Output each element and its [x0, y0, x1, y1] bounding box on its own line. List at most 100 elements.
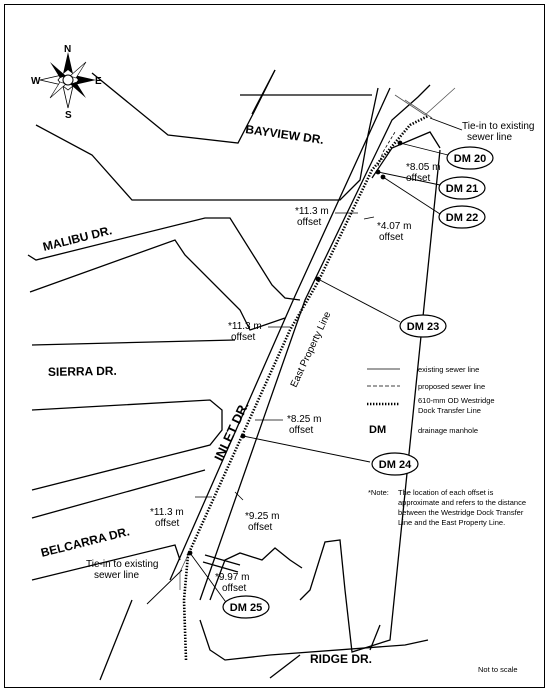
inlet-east-edge: [199, 84, 431, 601]
compass-s: S: [65, 110, 72, 121]
sierra-upper-edge: [31, 339, 236, 346]
ridge-upper-edge: [199, 619, 429, 661]
east-property-line-label: East Property Line: [289, 310, 334, 390]
leader-lines: [146, 117, 463, 606]
compass-se-arm: [70, 82, 86, 98]
scale-note: Not to scale: [478, 665, 518, 674]
leader-tie-in-bottom: [146, 569, 183, 605]
street-ridge: RIDGE DR.: [310, 652, 372, 666]
dm20-badge: [446, 146, 494, 170]
street-sierra: SIERRA DR.: [48, 364, 117, 379]
note-label: *Note:: [368, 488, 389, 497]
leader-dm21: [377, 171, 441, 186]
sierra-lower-edge: [31, 399, 223, 491]
legend-transfer-label-2: Dock Transfer Line: [418, 406, 481, 415]
proposed-sewer-line: [377, 131, 396, 167]
left-bottom-edge: [99, 599, 133, 681]
leader-dm23: [317, 278, 401, 323]
street-inlet: INLET DR.: [211, 399, 251, 463]
compass-center: [62, 74, 74, 86]
street-belcarra: BELCARRA DR.: [39, 524, 131, 560]
malibu-lower-edge: [29, 239, 286, 331]
offset-805-value: *8.05 m: [406, 162, 440, 173]
compass-north-arm: [63, 52, 73, 74]
map-frame: [4, 4, 545, 688]
bayview-lower-edge: [35, 87, 379, 201]
compass-ne-arm: [69, 61, 87, 79]
dm25-label: DM 25: [230, 602, 262, 614]
legend-proposed-label: proposed sewer line: [418, 382, 485, 391]
arrow-407: [363, 216, 375, 220]
offset-407-word: offset: [379, 232, 403, 243]
top-road-edge: [251, 69, 276, 115]
offset-113a-word: offset: [297, 217, 321, 228]
offset-925-value: *9.25 m: [245, 511, 279, 522]
dm25-badge: [222, 595, 270, 619]
compass-icon: [39, 52, 96, 109]
arrow-925: [234, 491, 244, 501]
manhole-badges: [222, 146, 494, 619]
tie-in-bottom-line1: Tie-in to existing: [86, 559, 158, 570]
dm21-label: DM 21: [446, 183, 478, 195]
offset-113b-word: offset: [231, 332, 255, 343]
offset-825-value: *8.25 m: [287, 414, 321, 425]
compass-east-arm: [74, 75, 96, 85]
dm22-badge: [438, 205, 486, 229]
dm21-badge: [438, 176, 486, 200]
leader-dm24: [242, 435, 371, 463]
bottom-spur-edge-2: [369, 624, 381, 651]
compass-nw-arm: [50, 62, 66, 78]
malibu-upper-edge: [27, 217, 301, 301]
offset-997-value: *9.97 m: [215, 572, 249, 583]
dm22-label: DM 22: [446, 212, 478, 224]
tie-in-top-line1: Tie-in to existing: [462, 121, 534, 132]
compass-w: W: [31, 76, 41, 87]
compass-e: E: [95, 76, 102, 87]
note-line-3: between the Westridge Dock Transfer: [398, 508, 524, 517]
dm23-label: DM 23: [407, 321, 439, 333]
legend-dm-desc: drainage manhole: [418, 426, 478, 435]
note-line-4: Line and the East Property Line.: [398, 518, 505, 527]
bottom-spur-edge: [269, 654, 301, 679]
offset-407-value: *4.07 m: [377, 221, 411, 232]
offset-arrows: [195, 212, 375, 501]
belcarra-upper-edge: [31, 469, 206, 519]
note-line-1: The location of each offset is: [398, 488, 494, 497]
compass-n: N: [64, 44, 71, 55]
dm20-label: DM 20: [454, 153, 486, 165]
compass-south-arm: [62, 84, 74, 109]
compass-sw-arm: [49, 81, 67, 99]
belcarra-lower-edge: [31, 544, 181, 581]
dm23-badge: [399, 314, 447, 338]
dm24-badge: [371, 452, 419, 476]
offset-825-word: offset: [289, 425, 313, 436]
leader-dm25: [189, 552, 229, 606]
offset-997-word: offset: [222, 583, 246, 594]
road-edges: [27, 69, 441, 681]
east-parcel-edge: [299, 149, 441, 653]
dm24-label: DM 24: [379, 459, 412, 471]
legend-dm-abbr: DM: [369, 424, 386, 436]
offset-113c-value: *11.3 m: [150, 507, 184, 518]
legend: [367, 368, 400, 406]
existing-sewer-top: [394, 87, 456, 116]
offset-113a-value: *11.3 m: [295, 206, 329, 217]
existing-sewer-top-2: [404, 99, 433, 119]
north-parcel-edge: [371, 131, 441, 179]
note-line-2: approximate and refers to the distance: [398, 498, 526, 507]
offset-805-word: offset: [406, 173, 430, 184]
tie-in-bottom-line2: sewer line: [94, 570, 139, 581]
offset-925-word: offset: [248, 522, 272, 533]
legend-transfer-label-1: 610-mm OD Westridge: [418, 396, 495, 405]
cul-de-sac-edge: [209, 547, 303, 601]
offset-113c-word: offset: [155, 518, 179, 529]
driveway-lines: [202, 554, 241, 573]
tie-in-top-line2: sewer line: [467, 132, 512, 143]
legend-existing-label: existing sewer line: [418, 365, 479, 374]
leader-tie-in-top: [429, 117, 463, 131]
compass-west-arm: [39, 74, 64, 86]
street-bayview: BAYVIEW DR.: [245, 122, 325, 147]
leader-dm22: [382, 176, 441, 215]
leader-dm20: [399, 142, 449, 156]
